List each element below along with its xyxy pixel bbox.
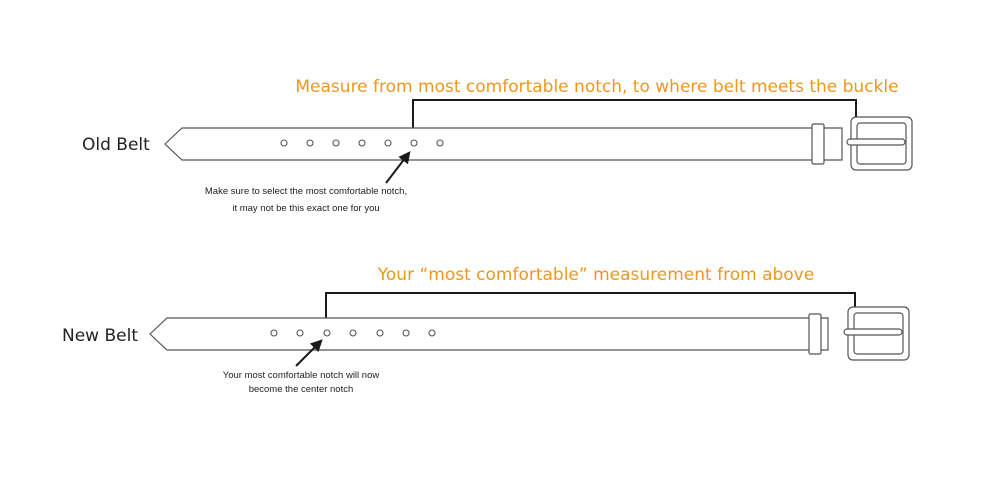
belt-hole — [436, 139, 444, 147]
old-belt-keeper-loop — [811, 123, 825, 165]
old-belt-note-line1: Make sure to select the most comfortable… — [205, 186, 407, 197]
new-belt-note-line2: become the center notch — [249, 384, 354, 395]
new-belt-label: New Belt — [62, 326, 138, 346]
old-belt-holes — [280, 139, 444, 147]
belt-hole — [376, 329, 384, 337]
new-belt-strap — [149, 317, 829, 351]
old-belt-notch-pointer-arrow — [385, 151, 411, 184]
belt-hole — [332, 139, 340, 147]
old-belt-group: Measure from most comfortable notch, to … — [82, 77, 913, 214]
old-belt-strap — [164, 127, 843, 161]
new-belt-holes — [270, 329, 436, 337]
belt-hole — [402, 329, 410, 337]
new-belt-measure-caption: Your “most comfortable” measurement from… — [377, 265, 814, 285]
belt-hole — [270, 329, 278, 337]
old-belt-measure-caption: Measure from most comfortable notch, to … — [295, 77, 898, 97]
new-belt-note-line1: Your most comfortable notch will now — [223, 370, 380, 381]
new-belt-keeper-loop — [808, 313, 822, 355]
new-belt-buckle — [843, 306, 910, 361]
old-belt-buckle — [846, 116, 913, 171]
belt-hole-selected — [410, 139, 418, 147]
belt-hole — [384, 139, 392, 147]
new-belt-notch-pointer-arrow — [295, 339, 323, 367]
belt-hole-center — [323, 329, 331, 337]
belt-hole — [349, 329, 357, 337]
new-belt-group: Your “most comfortable” measurement from… — [62, 265, 910, 395]
belt-hole — [280, 139, 288, 147]
old-belt-note-line2: it may not be this exact one for you — [232, 203, 379, 214]
belt-hole — [296, 329, 304, 337]
belt-hole — [358, 139, 366, 147]
old-belt-label: Old Belt — [82, 135, 150, 155]
belt-hole — [306, 139, 314, 147]
belt-hole — [428, 329, 436, 337]
